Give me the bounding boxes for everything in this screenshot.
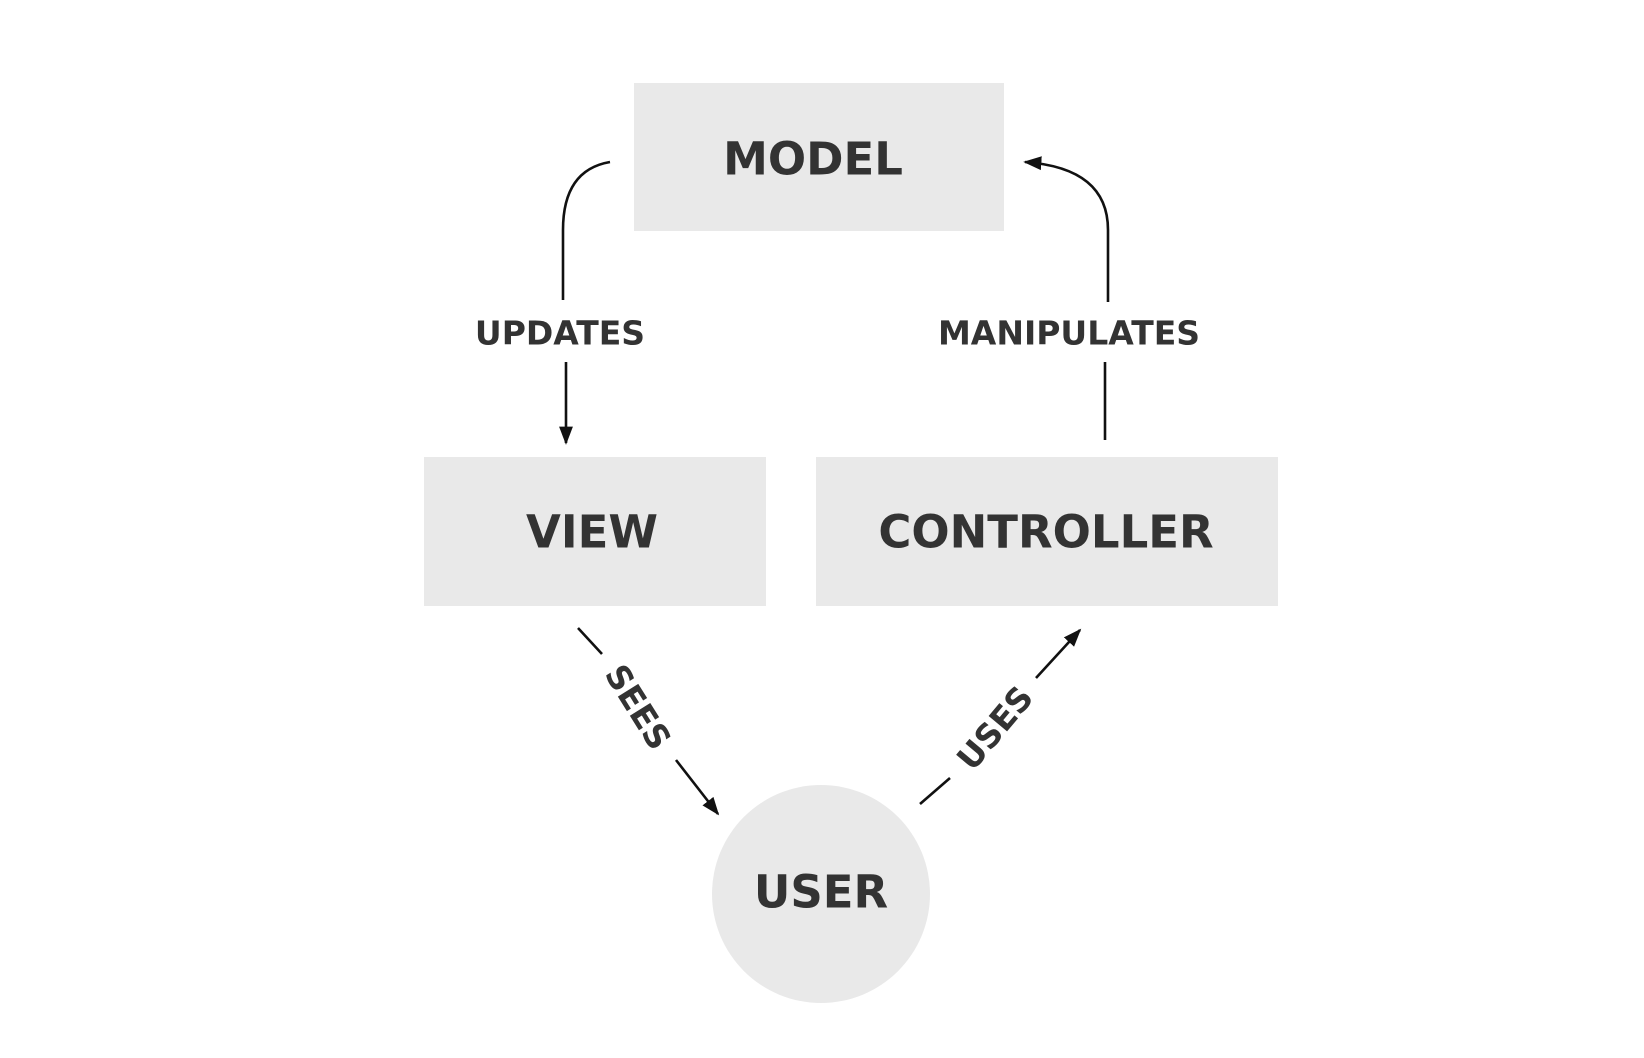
controller-box [816, 457, 1278, 606]
model-box [634, 83, 1004, 231]
uses-edge: USES [919, 628, 1082, 805]
view-label: VIEW [526, 506, 658, 559]
sees-label: SEES [597, 657, 679, 756]
model-node: MODEL [634, 83, 1004, 231]
view-box [424, 457, 766, 606]
updates-edge: UPDATES [475, 160, 645, 445]
manipulates-edge: MANIPULATES [938, 156, 1200, 440]
uses-label: USES [949, 678, 1041, 777]
manipulates-label: MANIPULATES [938, 314, 1200, 353]
controller-node: CONTROLLER [816, 457, 1278, 606]
sees-edge: SEES [577, 627, 720, 816]
sees-line-start [577, 627, 603, 655]
uses-line-start [919, 777, 951, 805]
user-circle [712, 785, 930, 1003]
user-node: USER [712, 785, 930, 1003]
controller-label: CONTROLLER [878, 506, 1213, 559]
manipulates-arrow [1023, 156, 1110, 302]
updates-label: UPDATES [475, 314, 645, 353]
updates-line-top [561, 160, 611, 300]
user-label: USER [754, 866, 888, 919]
sees-arrow [674, 759, 720, 816]
uses-arrow [1035, 628, 1082, 679]
model-label: MODEL [723, 133, 903, 186]
view-node: VIEW [424, 457, 766, 606]
